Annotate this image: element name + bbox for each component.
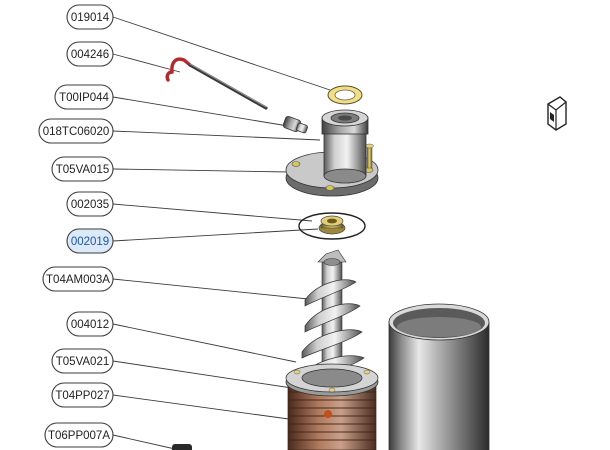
part-outer-tube[interactable]	[388, 303, 490, 450]
callout-002019[interactable]: 002019	[66, 228, 114, 254]
part-o-ring[interactable]	[298, 212, 366, 240]
callout-018TC06020[interactable]: 018TC06020	[38, 118, 114, 144]
callout-T06PP007A[interactable]: T06PP007A	[44, 422, 114, 448]
part-hex-nut[interactable]	[318, 215, 346, 235]
callout-label: 002019	[71, 236, 109, 248]
callout-T05VA015[interactable]: T05VA015	[51, 156, 114, 182]
part-valve-fitting[interactable]	[282, 116, 308, 134]
callout-T05VA021[interactable]: T05VA021	[51, 348, 114, 374]
part-rod-handle[interactable]	[165, 57, 268, 110]
part-lower-flange-coil[interactable]	[285, 363, 379, 450]
callout-004012[interactable]: 004012	[66, 311, 114, 337]
callout-T00IP044[interactable]: T00IP044	[54, 84, 114, 110]
callout-label: T05VA015	[56, 164, 110, 176]
callout-label: T04AM003A	[46, 274, 110, 286]
callout-label: 004246	[71, 49, 109, 61]
callout-004246[interactable]: 004246	[66, 41, 114, 67]
callout-label: T05VA021	[56, 356, 110, 368]
callout-label: T04PP027	[55, 390, 109, 402]
callout-T04PP027[interactable]: T04PP027	[51, 382, 114, 408]
callout-002035[interactable]: 002035	[66, 191, 114, 217]
part-bottom-fitting[interactable]	[172, 444, 192, 450]
callout-019014[interactable]: 019014	[66, 4, 114, 30]
leader-lines	[112, 16, 331, 450]
part-upper-flange-assembly[interactable]	[285, 109, 379, 197]
callout-label: T06PP007A	[48, 430, 110, 442]
callout-label: 002035	[71, 199, 109, 211]
part-ring-gasket[interactable]	[327, 85, 363, 105]
callout-label: T00IP044	[59, 92, 109, 104]
callout-label: 019014	[71, 12, 110, 24]
callout-T04AM003A[interactable]: T04AM003A	[42, 266, 114, 292]
callout-labels: 019014 004246 T00IP044 018TC06020 T05VA0…	[38, 4, 114, 448]
callout-label: 018TC06020	[43, 126, 110, 138]
view-cube-icon[interactable]	[547, 96, 567, 131]
callout-label: 004012	[71, 319, 109, 331]
